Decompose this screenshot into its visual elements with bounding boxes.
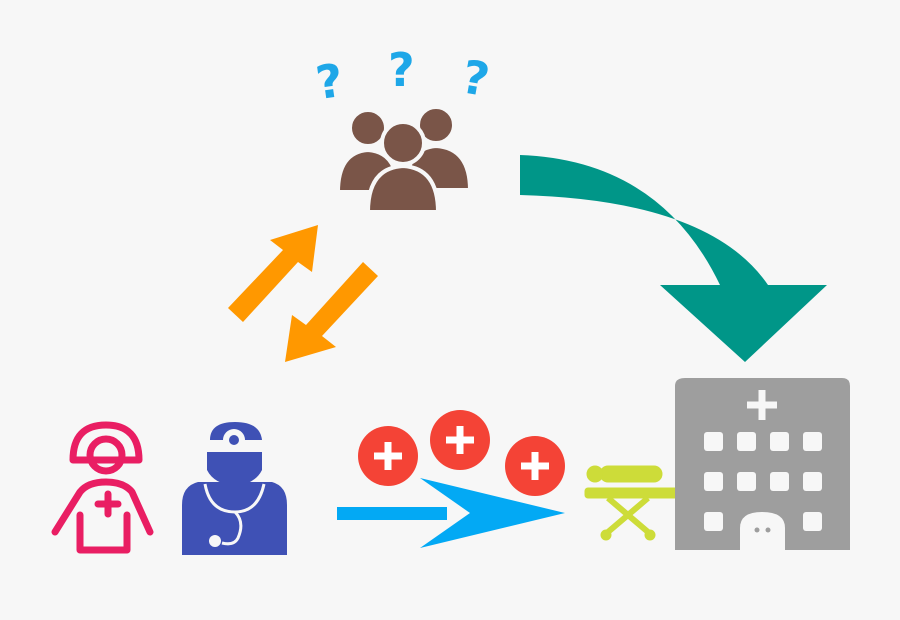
medical-plus-icon xyxy=(505,436,565,496)
curved-arrow-icon xyxy=(520,155,827,362)
nurse-icon xyxy=(51,421,154,554)
right-arrow-icon xyxy=(337,478,565,548)
question-mark-icon: ? xyxy=(388,43,415,97)
hospital-icon xyxy=(675,378,850,550)
medical-plus-group xyxy=(358,410,565,496)
doctor-icon xyxy=(182,422,287,555)
medical-plus-icon xyxy=(358,426,418,486)
stretcher-icon xyxy=(584,465,681,541)
medical-plus-icon xyxy=(430,410,490,470)
people-group-icon xyxy=(335,105,473,214)
exchange-arrows-icon xyxy=(228,225,378,362)
